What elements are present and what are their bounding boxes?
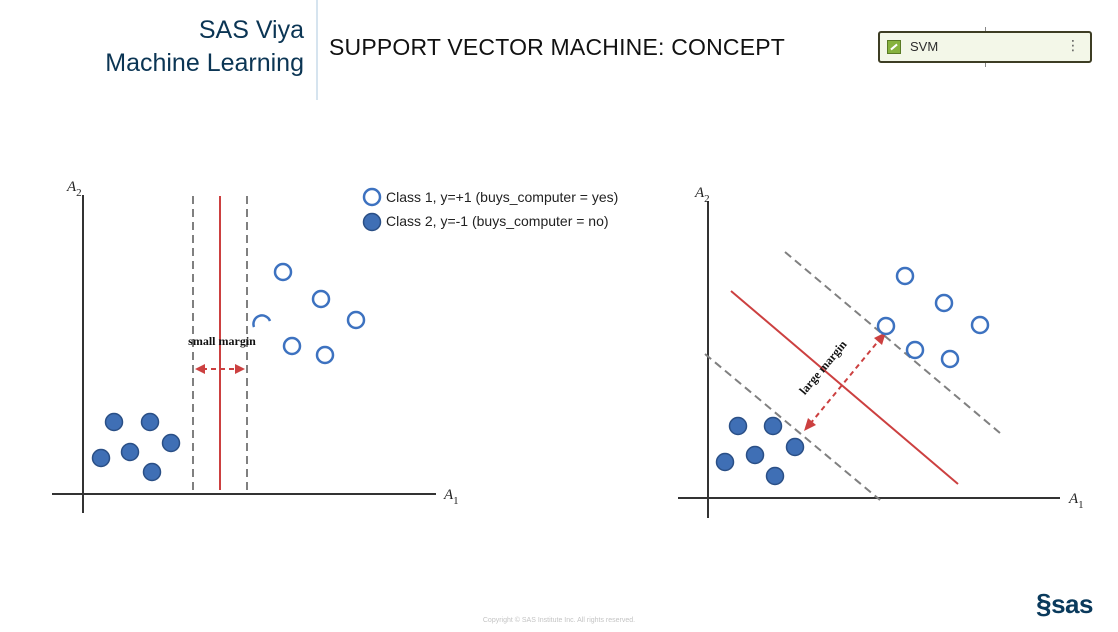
class2-point [785,437,805,457]
class1-point [934,293,954,313]
left-diagram: A2 A1 small margin Class 1, y=+1 (buys_c… [52,179,618,513]
svm-node-icon [887,40,901,54]
class1-point [876,316,896,336]
sas-logo: §sas [1036,588,1093,619]
legend-class1-text: Class 1, y=+1 (buys_computer = yes) [386,189,618,205]
class2-point [140,412,160,432]
left-y-axis-sub: 2 [76,187,82,199]
right-margin-arrow-head-upper [874,332,886,345]
right-margin-line-lower [704,353,881,501]
right-y-axis-label: A [694,185,705,201]
left-margin-arrow-head-left [195,364,205,374]
class2-point [120,442,140,462]
svm-node[interactable]: SVM ⋮ [878,31,1092,63]
class1-point [282,336,302,356]
class1-point [315,345,335,365]
right-x-axis-sub: 1 [1078,499,1084,511]
class2-point [715,452,735,472]
brand-line-1: SAS Viya [198,16,304,44]
svg-text:A1: A1 [443,487,459,507]
header-divider [316,0,318,100]
left-x-axis-label: A [443,487,454,503]
class1-point-partial [252,314,272,328]
class2-point [763,416,783,436]
node-tick-top [985,27,986,31]
svg-text:A2: A2 [66,179,82,199]
legend-class1-marker [362,187,382,207]
class1-point [273,262,293,282]
sas-logo-text: sas [1051,589,1093,619]
class1-point [970,315,990,335]
svg-text:A2: A2 [694,185,710,205]
class2-point [765,466,785,486]
legend: Class 1, y=+1 (buys_computer = yes) Clas… [362,187,618,232]
right-margin-arrow-shaft [809,338,881,425]
copyright-text: Copyright © SAS Institute Inc. All right… [482,617,636,624]
class1-point [905,340,925,360]
right-y-axis-sub: 2 [704,193,710,205]
node-tick-bottom [985,63,986,67]
class2-point [91,448,111,468]
left-x-axis-sub: 1 [453,495,459,507]
slide-title: SUPPORT VECTOR MACHINE: CONCEPT [329,34,786,60]
class1-point [311,289,331,309]
node-menu-icon[interactable]: ⋮ [1066,37,1080,53]
svg-text:A1: A1 [1068,491,1084,511]
legend-class2-text: Class 2, y=-1 (buys_computer = no) [386,213,609,229]
class1-point [895,266,915,286]
class2-point [161,433,181,453]
right-diagram: A2 A1 large margin [678,185,1084,518]
class2-point [728,416,748,436]
left-y-axis-label: A [66,179,77,195]
right-hyperplane [730,290,959,485]
small-margin-label: small margin [188,334,256,348]
legend-class2-marker [362,212,382,232]
brand-line-2: Machine Learning [105,49,304,77]
brand-title: SAS Viya Machine Learning [4,14,304,80]
class2-point [745,445,765,465]
left-margin-arrow-head-right [235,364,245,374]
svm-node-label: SVM [910,39,939,54]
large-margin-label: large margin [796,337,850,397]
class1-point [940,349,960,369]
right-x-axis-label: A [1068,491,1079,507]
class1-point [346,310,366,330]
right-margin-line-upper [784,251,1001,434]
right-margin-arrow-head-lower [804,418,816,431]
class2-point [104,412,124,432]
class2-point [142,462,162,482]
